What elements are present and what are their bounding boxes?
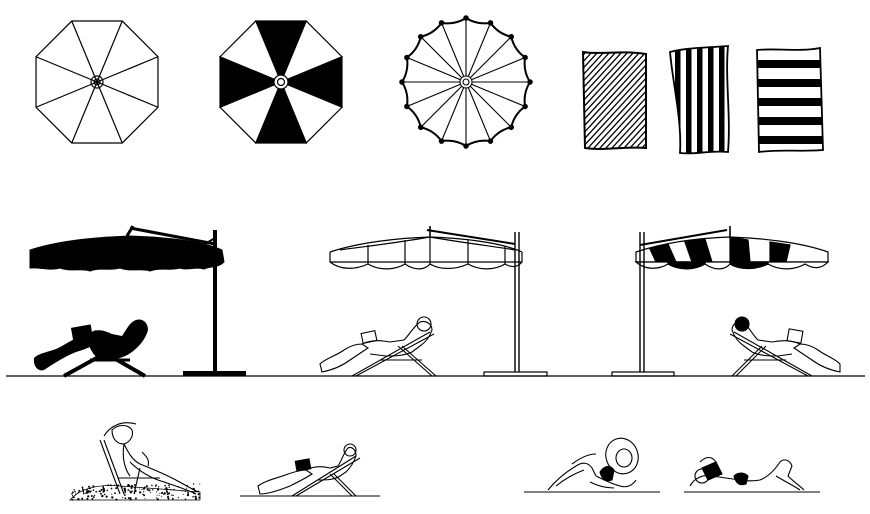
person-in-beach-chair-on-sand [69, 422, 201, 501]
towel-horizontal-stripes [756, 46, 824, 154]
person-in-deckchair-silhouette [33, 319, 148, 378]
person-in-deckchair-laptop-left [319, 316, 437, 377]
towel-diagonal-stripes [581, 50, 647, 150]
cantilever-umbrella-striped [611, 226, 830, 377]
cantilever-umbrella-outline [329, 226, 548, 377]
umbrella-plan-16-panel-scalloped [399, 15, 533, 149]
umbrella-plan-8-panel-alternating [218, 19, 344, 145]
person-in-low-chair-laptop [240, 443, 380, 497]
umbrella-plan-8-panel-outline [35, 20, 159, 144]
person-lying-reading [684, 456, 820, 493]
cantilever-umbrella-solid [29, 225, 246, 376]
person-in-deckchair-laptop-right [729, 316, 841, 377]
person-lying-sunhat [524, 437, 660, 493]
towel-vertical-stripes [669, 45, 730, 155]
